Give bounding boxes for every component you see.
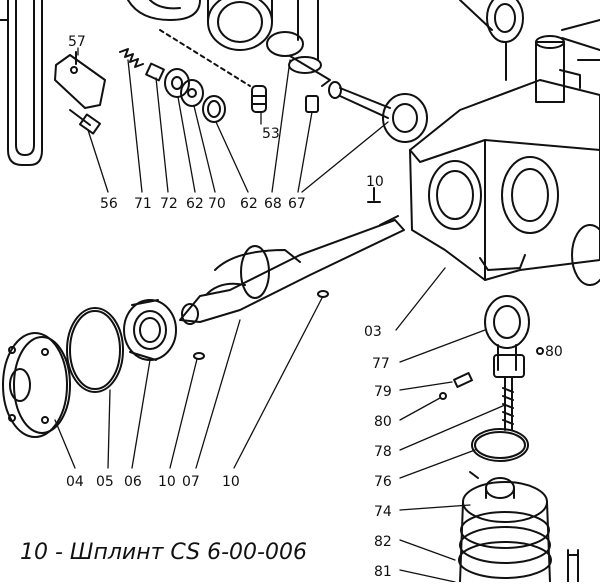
label-82: 82 <box>374 534 392 550</box>
part-68-pin <box>305 95 319 113</box>
part-labels: 57 53 56 71 72 62 70 62 68 67 10 03 77 8… <box>66 34 563 580</box>
pin-72 <box>145 62 165 82</box>
part-53-nut <box>251 85 267 113</box>
label-53: 53 <box>262 126 280 142</box>
top-right-bearing <box>459 0 524 81</box>
left-frame-part <box>0 0 43 166</box>
label-74: 74 <box>374 504 392 520</box>
label-71: 71 <box>134 196 152 212</box>
part-80-ball-a <box>536 347 544 355</box>
label-68: 68 <box>264 196 282 212</box>
label-77: 77 <box>372 356 390 372</box>
washer-62b <box>202 95 226 123</box>
top-bowl-part <box>127 0 201 21</box>
label-10-mid: 10 <box>158 474 176 490</box>
part-56-screw <box>69 109 101 135</box>
leader-lines <box>54 47 506 583</box>
label-10-top: 10 <box>366 174 384 190</box>
part-57-plate <box>54 51 106 109</box>
label-04: 04 <box>66 474 84 490</box>
label-06: 06 <box>124 474 142 490</box>
connecting-rod-67 <box>328 81 428 143</box>
label-76: 76 <box>374 474 392 490</box>
label-79: 79 <box>374 384 392 400</box>
label-05: 05 <box>96 474 114 490</box>
washer-62 <box>164 68 190 98</box>
label-62b: 62 <box>240 196 258 212</box>
label-57: 57 <box>68 34 86 50</box>
label-78: 78 <box>374 444 392 460</box>
crankcase-03 <box>409 19 600 286</box>
bearing-06 <box>123 299 177 361</box>
part-80-ball-b <box>439 392 447 400</box>
flange-04 <box>2 332 71 438</box>
connecting-rod-77 <box>484 295 530 431</box>
label-80b: 80 <box>374 414 392 430</box>
label-07: 07 <box>182 474 200 490</box>
part-81-screw <box>567 549 579 583</box>
label-72: 72 <box>160 196 178 212</box>
pin-10-a <box>193 352 205 360</box>
label-81: 81 <box>374 564 392 580</box>
label-10-right: 10 <box>222 474 240 490</box>
diagram-caption: 10 - Шплинт CS 6-00-006 <box>20 540 307 565</box>
label-80a: 80 <box>545 344 563 360</box>
pin-10-b <box>317 290 329 298</box>
label-03: 03 <box>364 324 382 340</box>
label-62a: 62 <box>186 196 204 212</box>
oring-05 <box>66 307 124 393</box>
washer-70 <box>180 79 204 107</box>
label-70: 70 <box>208 196 226 212</box>
spring-71 <box>119 48 144 68</box>
top-cylinder-part <box>207 0 331 87</box>
label-56: 56 <box>100 196 118 212</box>
crankshaft-07 <box>179 215 405 325</box>
label-67: 67 <box>288 196 306 212</box>
pin-79 <box>453 371 473 389</box>
oring-76 <box>471 428 529 462</box>
pin-10-top <box>367 187 381 203</box>
piston-74 <box>458 471 552 583</box>
